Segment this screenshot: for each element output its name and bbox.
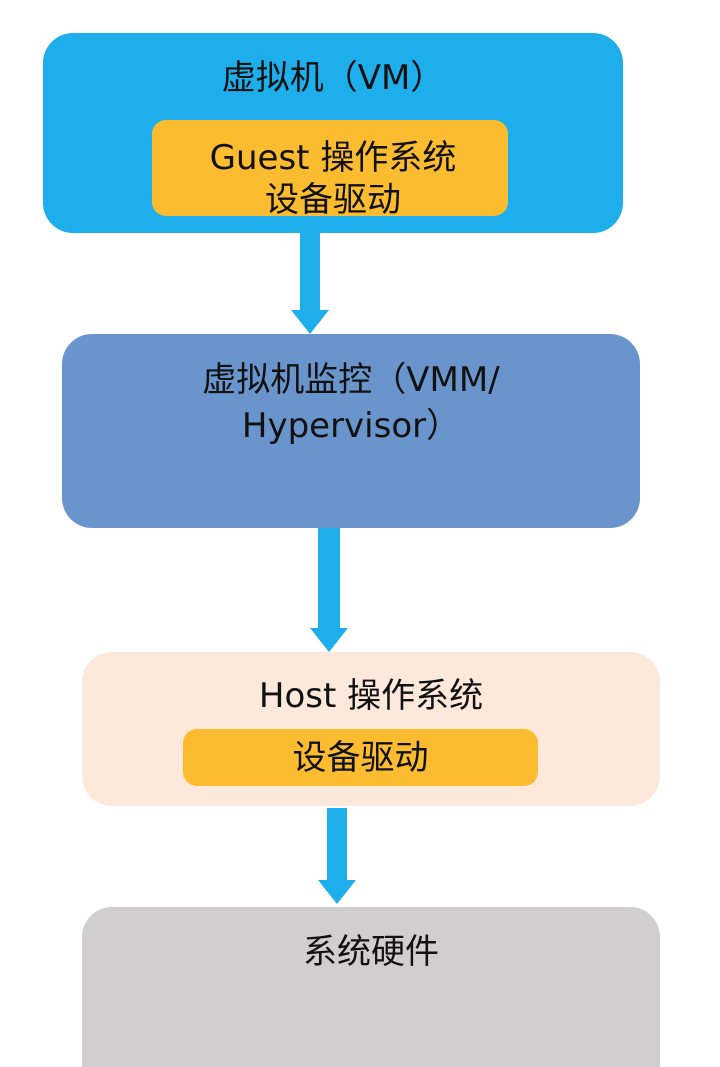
guest-os-node xyxy=(152,120,508,216)
hardware-label: 系统硬件 xyxy=(303,932,439,972)
vm-node-label: 虚拟机（VM） xyxy=(221,58,445,98)
vmm-node xyxy=(62,334,640,528)
arrow-shaft xyxy=(300,233,320,311)
arrow-shaft xyxy=(327,808,347,880)
host-driver-node xyxy=(183,729,538,786)
host-driver-label: 设备驱动 xyxy=(292,738,429,778)
arrow-shaft xyxy=(318,528,340,628)
vmm-label-line1: 虚拟机监控（VMM/ xyxy=(202,360,500,400)
arrow-head xyxy=(310,628,348,652)
arrow-head xyxy=(318,880,356,904)
host-os-label: Host 操作系统 xyxy=(258,676,484,716)
guest-driver-label: 设备驱动 xyxy=(265,180,401,220)
hardware-node xyxy=(82,907,660,1067)
guest-os-label: Guest 操作系统 xyxy=(209,138,457,178)
arrow-head xyxy=(291,310,329,334)
vmm-label-line2: Hypervisor） xyxy=(241,406,461,446)
